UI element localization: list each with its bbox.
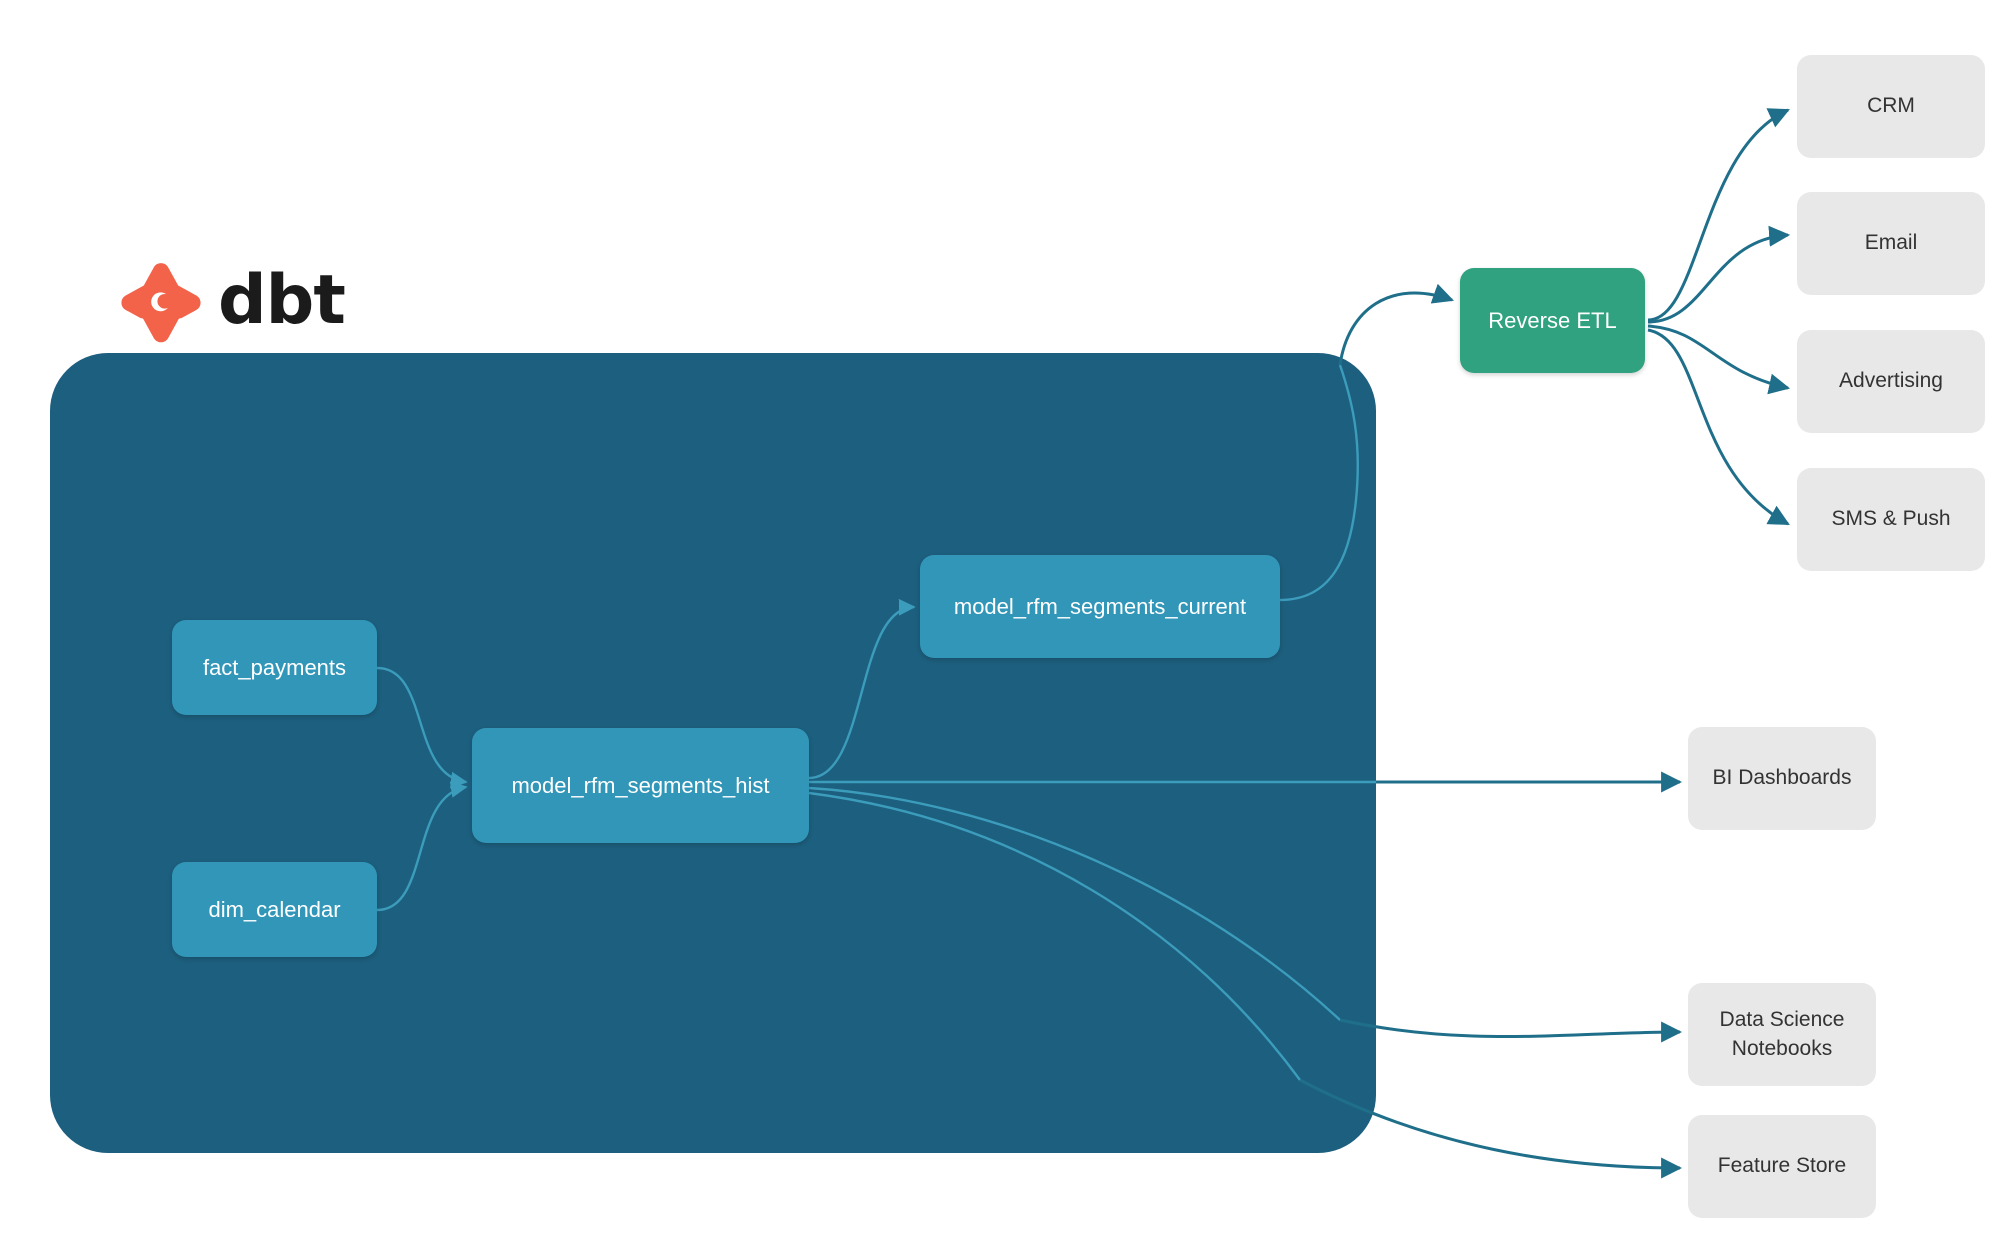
model-node-dim-calendar[interactable]: dim_calendar (172, 862, 377, 957)
model-node-label: model_rfm_segments_hist (511, 772, 770, 798)
model-node-rfm-segments-hist[interactable]: model_rfm_segments_hist (472, 728, 809, 843)
model-node-rfm-segments-current[interactable]: model_rfm_segments_current (920, 555, 1280, 658)
output-node-feature-store[interactable]: Feature Store (1688, 1115, 1876, 1218)
edge-reverse-etl-to-crm (1647, 108, 1790, 322)
dbt-logo: dbt (118, 256, 346, 346)
reverse-etl-node[interactable]: Reverse ETL (1460, 268, 1645, 373)
output-node-label: Feature Store (1717, 1154, 1847, 1178)
output-node-label: Advertising (1839, 369, 1943, 393)
dbt-mark-icon (121, 263, 201, 343)
edge-reverse-etl-to-email (1647, 225, 1791, 324)
output-node-ds-notebooks[interactable]: Data Science Notebooks (1688, 983, 1876, 1086)
output-node-label: SMS & Push (1831, 507, 1951, 531)
output-node-crm[interactable]: CRM (1797, 55, 1985, 158)
output-node-label: Email (1864, 231, 1918, 255)
edge-reverse-etl-to-advertising (1647, 324, 1791, 395)
output-node-label: BI Dashboards (1712, 766, 1852, 790)
edge-reverse-etl-to-sms-push (1647, 328, 1790, 526)
output-node-label: Data Science Notebooks (1720, 1006, 1845, 1063)
dbt-wordmark: dbt (218, 261, 346, 340)
reverse-etl-label: Reverse ETL (1488, 307, 1617, 333)
output-node-label-line2: Notebooks (1731, 1036, 1833, 1060)
output-node-label: CRM (1867, 94, 1915, 118)
edge-to-ds-notebooks (1339, 1018, 1683, 1043)
model-node-label: dim_calendar (208, 896, 341, 922)
model-node-label: model_rfm_segments_current (953, 593, 1247, 619)
output-node-sms-push[interactable]: SMS & Push (1797, 468, 1985, 571)
output-node-label-line1: Data Science (1719, 1008, 1845, 1032)
output-node-advertising[interactable]: Advertising (1797, 330, 1985, 433)
model-node-fact-payments[interactable]: fact_payments (172, 620, 377, 715)
edge-to-reverse-etl (1338, 283, 1454, 366)
output-node-email[interactable]: Email (1797, 192, 1985, 295)
model-node-label: fact_payments (202, 654, 347, 680)
output-node-bi-dashboards[interactable]: BI Dashboards (1688, 727, 1876, 830)
